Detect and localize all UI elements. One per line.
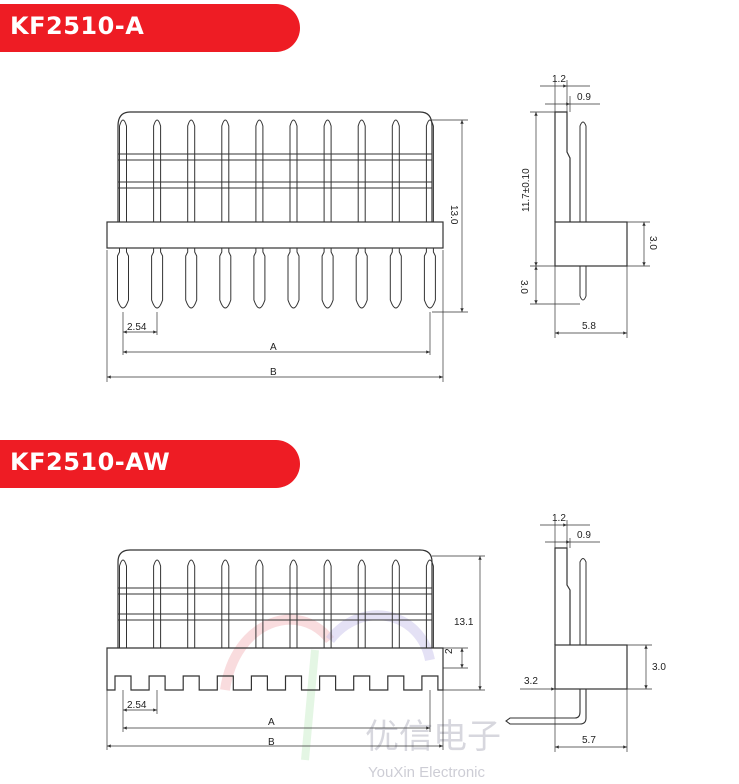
pin-lower	[117, 248, 129, 309]
pin-upper	[391, 119, 400, 222]
pin-upper	[221, 559, 230, 648]
pin-upper	[425, 559, 434, 648]
dim-height: 13.1	[454, 617, 474, 628]
watermark-text-en: YouXin Electronic	[368, 764, 486, 781]
dim-width: 5.7	[582, 735, 596, 746]
pin-upper	[187, 559, 196, 648]
pin-lower	[287, 248, 300, 309]
dim-pitch: 2.54	[127, 322, 147, 333]
dim-a: A	[270, 342, 277, 353]
pin-lower	[389, 248, 402, 309]
dim-housing: 3.0	[652, 662, 666, 673]
pin-upper	[187, 119, 196, 222]
dim-top-inner: 0.9	[577, 92, 591, 103]
section-title: KF2510-A	[10, 12, 145, 40]
pin-upper	[425, 119, 434, 222]
section-banner-kf2510-aw: KF2510-AW	[0, 440, 300, 488]
dim-height: 13.0	[448, 205, 459, 225]
pin-upper	[153, 119, 162, 222]
dim-top-outer: 1.2	[552, 74, 566, 85]
dim-width: 5.8	[582, 321, 596, 332]
pin-upper	[119, 119, 127, 222]
pin-upper	[391, 559, 400, 648]
dim-b: B	[270, 367, 277, 378]
dim-side-height: 11.7±0.10	[521, 168, 532, 212]
pin-lower	[185, 248, 198, 309]
pin-upper	[357, 119, 366, 222]
watermark-logo	[220, 610, 435, 761]
pin-upper	[323, 559, 332, 648]
section-title: KF2510-AW	[10, 448, 171, 476]
dim-tail: 3.2	[524, 676, 538, 687]
pin-lower	[151, 248, 164, 309]
dim-b: B	[268, 737, 275, 748]
pin-upper	[255, 559, 264, 648]
watermark-text-cn: 优信电子	[365, 717, 501, 757]
dim-a: A	[268, 717, 275, 728]
pin-upper	[153, 559, 162, 648]
dim-slot: 2	[444, 648, 455, 654]
dim-pitch: 2.54	[127, 700, 147, 711]
kf2510-a-front-view	[106, 111, 468, 382]
dim-top-outer: 1.2	[552, 513, 566, 524]
kf2510-aw-side-view	[505, 520, 652, 752]
pin-upper	[221, 119, 230, 222]
pin-lower	[321, 248, 334, 309]
pin-upper	[255, 119, 264, 222]
pin-upper	[119, 559, 127, 648]
section-banner-kf2510-a: KF2510-A	[0, 4, 300, 52]
pin-lower	[355, 248, 368, 309]
pin-lower	[423, 248, 436, 309]
dim-top-inner: 0.9	[577, 530, 591, 541]
pin-upper	[357, 559, 366, 648]
pin-lower	[253, 248, 266, 309]
pin-lower	[219, 248, 232, 309]
dim-tail: 3.0	[518, 280, 529, 294]
pin-upper	[323, 119, 332, 222]
pin-upper	[289, 559, 298, 648]
kf2510-aw-front-view	[106, 549, 485, 750]
kf2510-a-side-view	[530, 80, 650, 338]
pin-upper	[289, 119, 298, 222]
dim-housing: 3.0	[647, 236, 658, 250]
